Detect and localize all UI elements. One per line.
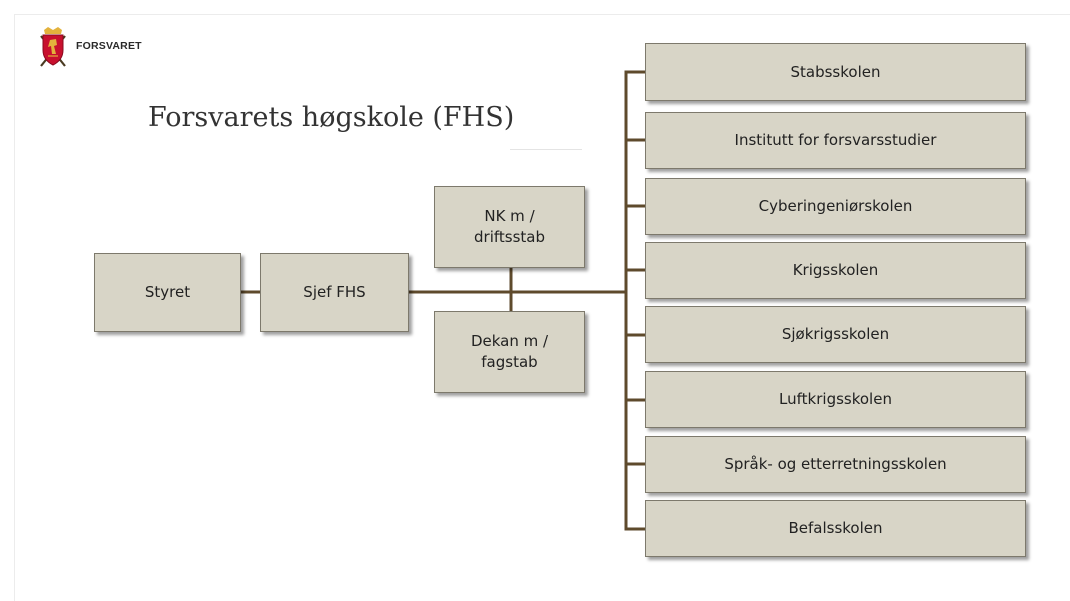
title-divider xyxy=(510,149,582,150)
logo-text: FORSVARET xyxy=(76,40,142,52)
slide-border xyxy=(14,14,1070,601)
norwegian-armed-forces-emblem-icon xyxy=(40,27,66,67)
node-school-2: Institutt for forsvarsstudier xyxy=(645,112,1026,169)
page-title: Forsvarets høgskole (FHS) xyxy=(148,102,515,133)
node-school-8: Befalsskolen xyxy=(645,500,1026,557)
node-school-1: Stabsskolen xyxy=(645,43,1026,101)
node-school-3: Cyberingeniørskolen xyxy=(645,178,1026,235)
node-school-7: Språk- og etterretningsskolen xyxy=(645,436,1026,493)
node-school-5: Sjøkrigsskolen xyxy=(645,306,1026,363)
node-lower-staff: Dekan m / fagstab xyxy=(434,311,585,393)
node-board: Styret xyxy=(94,253,241,332)
node-head: Sjef FHS xyxy=(260,253,409,332)
node-upper-staff: NK m / driftsstab xyxy=(434,186,585,268)
node-school-6: Luftkrigsskolen xyxy=(645,371,1026,428)
forsvaret-logo: FORSVARET xyxy=(36,26,142,72)
node-school-4: Krigsskolen xyxy=(645,242,1026,299)
